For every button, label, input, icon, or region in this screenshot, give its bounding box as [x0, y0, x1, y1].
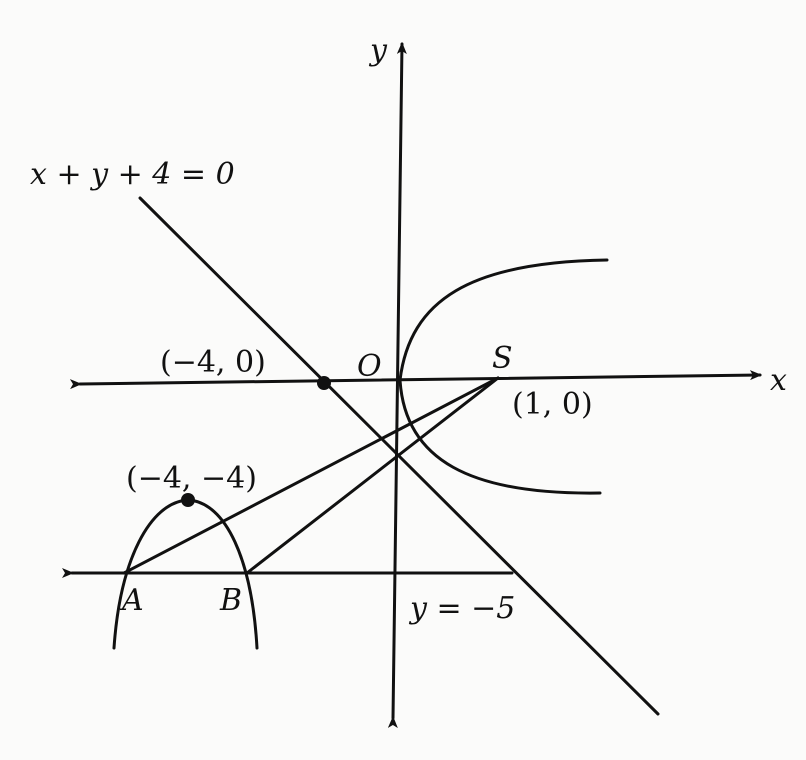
- y-axis: [387, 42, 407, 729]
- segment-S-B: [245, 376, 500, 575]
- point-B-label: B: [219, 583, 242, 618]
- point-A-label: A: [119, 583, 144, 618]
- x-intercept-label: (−4, 0): [160, 345, 266, 380]
- point-vertex: [181, 493, 195, 507]
- x-axis-label: x: [770, 363, 787, 398]
- point-line-x-intercept: [317, 376, 331, 390]
- focus-coord-label: (1, 0): [512, 387, 593, 422]
- parabola-right: [398, 258, 609, 495]
- y-axis-label: y: [368, 33, 388, 68]
- x-axis: [69, 370, 762, 390]
- vertex-label: (−4, −4): [126, 461, 257, 496]
- focus-label: S: [492, 341, 513, 376]
- segment-S-A: [122, 376, 500, 575]
- line-equation-label: x + y + 4 = 0: [30, 157, 235, 192]
- origin-label: O: [357, 349, 382, 384]
- directrix-label: y = −5: [408, 591, 515, 626]
